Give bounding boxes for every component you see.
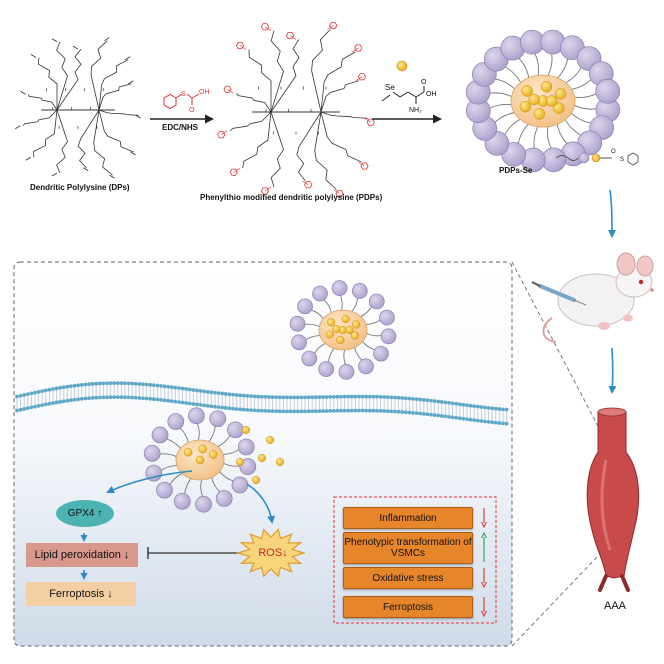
released-selenium-particles xyxy=(235,425,285,485)
dendritic-polylysine-structure xyxy=(15,37,141,179)
effect-oxidative-stress: Oxidative stress xyxy=(343,567,473,589)
pdps-se-nanoparticle-large xyxy=(465,29,621,173)
pdps-se-label: PDPs-Se xyxy=(499,166,533,175)
acid-oh-label: OH xyxy=(426,91,437,98)
pdps-se-nanoparticle-intracellular xyxy=(143,407,257,513)
mouse-illustration xyxy=(531,252,654,343)
arrow-np-to-gpx4 xyxy=(106,470,193,494)
flow-arrow-to-artery xyxy=(608,347,617,394)
effect-trend-arrows xyxy=(481,508,487,618)
ros-label: ROS↓ xyxy=(258,546,288,559)
effect-inflammation: Inflammation xyxy=(343,507,473,529)
se-atom-label: Se xyxy=(385,83,395,92)
ferroptosis-node: Ferroptosis ↓ xyxy=(26,582,136,606)
ros-burst-shape xyxy=(235,528,307,578)
reagent-oh: OH xyxy=(199,89,210,96)
lipid-peroxidation-node: Lipid peroxidation ↓ xyxy=(26,543,138,567)
arm-legend-icon: O S xyxy=(555,149,639,166)
reagent-s-atom: S xyxy=(181,91,186,98)
selenium-dot-icon xyxy=(396,60,408,72)
effect-vsmc-transformation: Phenotypic transformation of VSMCs xyxy=(343,532,473,564)
pdps-se-nanoparticle-extracellular xyxy=(289,280,397,380)
selenomethionine-structure xyxy=(381,86,425,104)
reagent-o-atom: O xyxy=(189,107,195,114)
effect-ferroptosis: Ferroptosis xyxy=(343,596,473,618)
aorta-aneurysm-illustration xyxy=(586,407,640,592)
cell-membrane xyxy=(15,381,509,426)
phenylthio-modified-structure xyxy=(217,21,375,198)
pdps-label: Phenylthio modified dendritic polylysine… xyxy=(200,193,383,202)
zoom-line-bottom xyxy=(511,555,599,647)
reagent-label: EDC/NHS xyxy=(162,123,199,132)
arrow-np-to-ros xyxy=(246,483,276,524)
gpx4-node: GPX4 ↑ xyxy=(56,500,114,527)
svg-text:S: S xyxy=(620,157,624,163)
phenylthio-acid-reagent xyxy=(163,93,200,110)
aaa-label: AAA xyxy=(604,600,627,612)
dps-label: Dendritic Polylysine (DPs) xyxy=(30,183,130,192)
nh2-label: NH₂ xyxy=(409,107,422,114)
zoom-line-top xyxy=(511,261,601,431)
flow-arrow-to-mouse xyxy=(607,189,616,238)
effects-frame xyxy=(333,496,497,624)
svg-text:O: O xyxy=(611,149,616,155)
acid-o-label: O xyxy=(421,79,427,86)
